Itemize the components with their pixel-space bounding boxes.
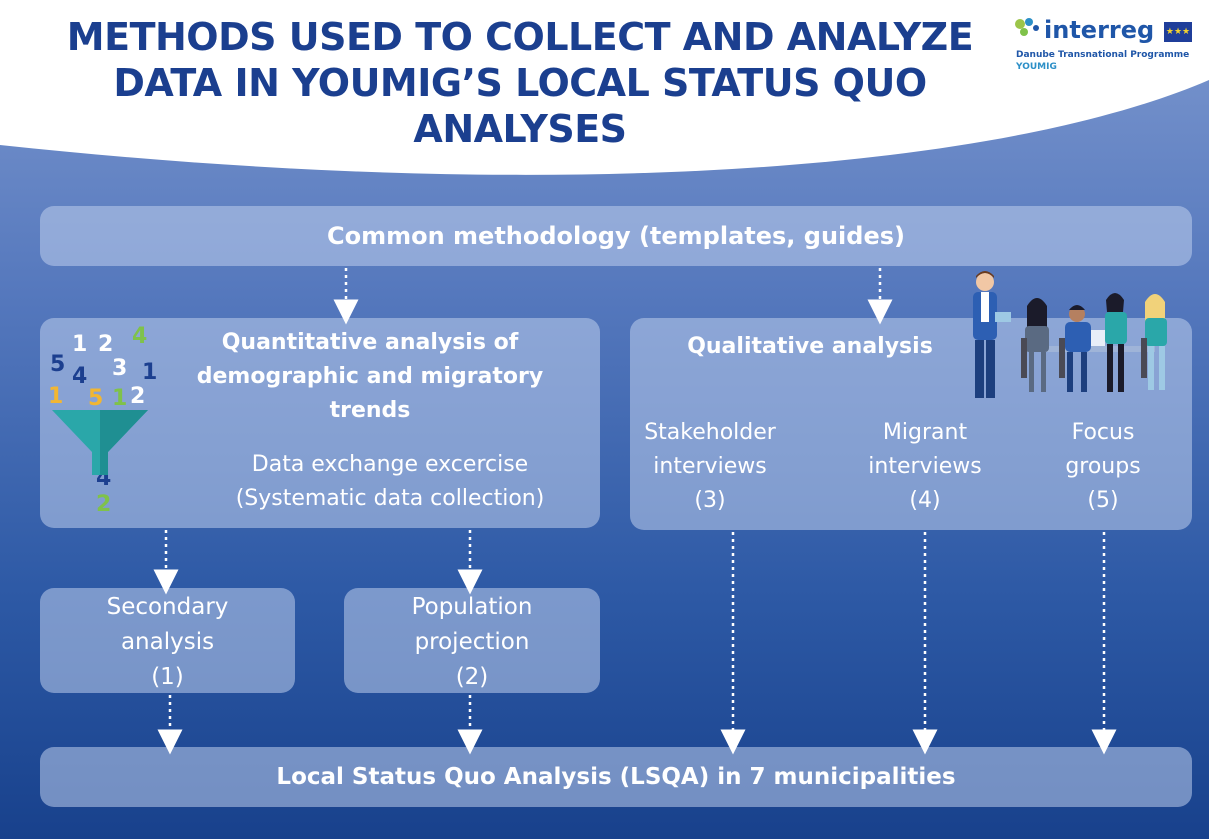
quantitative-title: Quantitative analysis of demographic and…	[160, 326, 580, 428]
qcol-line: interviews	[868, 454, 982, 479]
qcol-line: (5)	[1087, 488, 1119, 513]
data-digit: 1	[72, 332, 88, 357]
data-exchange-line: Data exchange excercise	[251, 452, 529, 477]
population-projection-box: Population projection (2)	[344, 588, 600, 693]
data-digit: 3	[112, 356, 128, 381]
qualitative-analysis-box: Qualitative analysis Stakeholder intervi…	[630, 318, 1192, 530]
qcol-line: groups	[1065, 454, 1141, 479]
logo-program-text: Danube Transnational Programme	[1016, 50, 1190, 60]
header-background	[0, 0, 1209, 175]
stakeholder-interviews-label: Stakeholder interviews (3)	[630, 416, 790, 518]
logo-project-text: YOUMIG	[1016, 62, 1057, 72]
interreg-logo: interreg ★★★ Danube Transnational Progra…	[1012, 12, 1197, 82]
population-line: projection	[414, 629, 530, 655]
secondary-line: (1)	[151, 664, 184, 690]
eu-flag-icon: ★★★	[1164, 22, 1192, 42]
interreg-leaf-icon	[1015, 18, 1039, 36]
population-line: Population	[411, 594, 533, 620]
data-digit: 4	[132, 324, 148, 349]
data-digit: 2	[96, 492, 112, 517]
common-methodology-label: Common methodology (templates, guides)	[327, 222, 905, 250]
qcol-line: Focus	[1071, 420, 1135, 445]
data-digit: 5	[88, 386, 104, 411]
data-digit: 2	[130, 384, 146, 409]
common-methodology-box: Common methodology (templates, guides)	[40, 206, 1192, 266]
data-digit: 1	[48, 384, 64, 409]
data-digit: 1	[112, 386, 128, 411]
secondary-line: Secondary	[106, 594, 229, 620]
quantitative-title-line: trends	[329, 398, 411, 423]
data-digit: 4	[72, 364, 88, 389]
quantitative-title-line: demographic and migratory	[196, 364, 544, 389]
qcol-line: Migrant	[882, 420, 968, 445]
migrant-interviews-label: Migrant interviews (4)	[845, 416, 1005, 518]
lsqa-box: Local Status Quo Analysis (LSQA) in 7 mu…	[40, 747, 1192, 807]
title-line: METHODS USED TO COLLECT AND ANALYZE	[66, 15, 974, 59]
data-digit: 1	[142, 360, 158, 385]
qcol-line: (4)	[909, 488, 941, 513]
focus-groups-label: Focus groups (5)	[1023, 416, 1183, 518]
logo-brand-text: interreg	[1044, 16, 1155, 44]
lsqa-label: Local Status Quo Analysis (LSQA) in 7 mu…	[276, 764, 956, 790]
funnel-icon	[52, 410, 148, 475]
title-line: DATA IN YOUMIG’S LOCAL STATUS QUO	[113, 61, 927, 105]
qualitative-title: Qualitative analysis	[687, 334, 933, 359]
secondary-line: analysis	[120, 629, 215, 655]
data-exchange-line: (Systematic data collection)	[235, 486, 545, 511]
quantitative-title-line: Quantitative analysis of	[221, 330, 519, 355]
title-line: ANALYSES	[413, 107, 627, 151]
page-title: METHODS USED TO COLLECT AND ANALYZE DATA…	[40, 14, 1000, 152]
population-line: (2)	[455, 664, 489, 690]
qcol-line: Stakeholder	[644, 420, 776, 445]
data-digit: 5	[50, 352, 66, 377]
data-exchange-text: Data exchange excercise (Systematic data…	[180, 448, 600, 516]
qcol-line: (3)	[694, 488, 726, 513]
data-digit: 2	[98, 332, 114, 357]
meeting-people-icon	[973, 271, 1167, 398]
qcol-line: interviews	[653, 454, 767, 479]
secondary-analysis-box: Secondary analysis (1)	[40, 588, 295, 693]
